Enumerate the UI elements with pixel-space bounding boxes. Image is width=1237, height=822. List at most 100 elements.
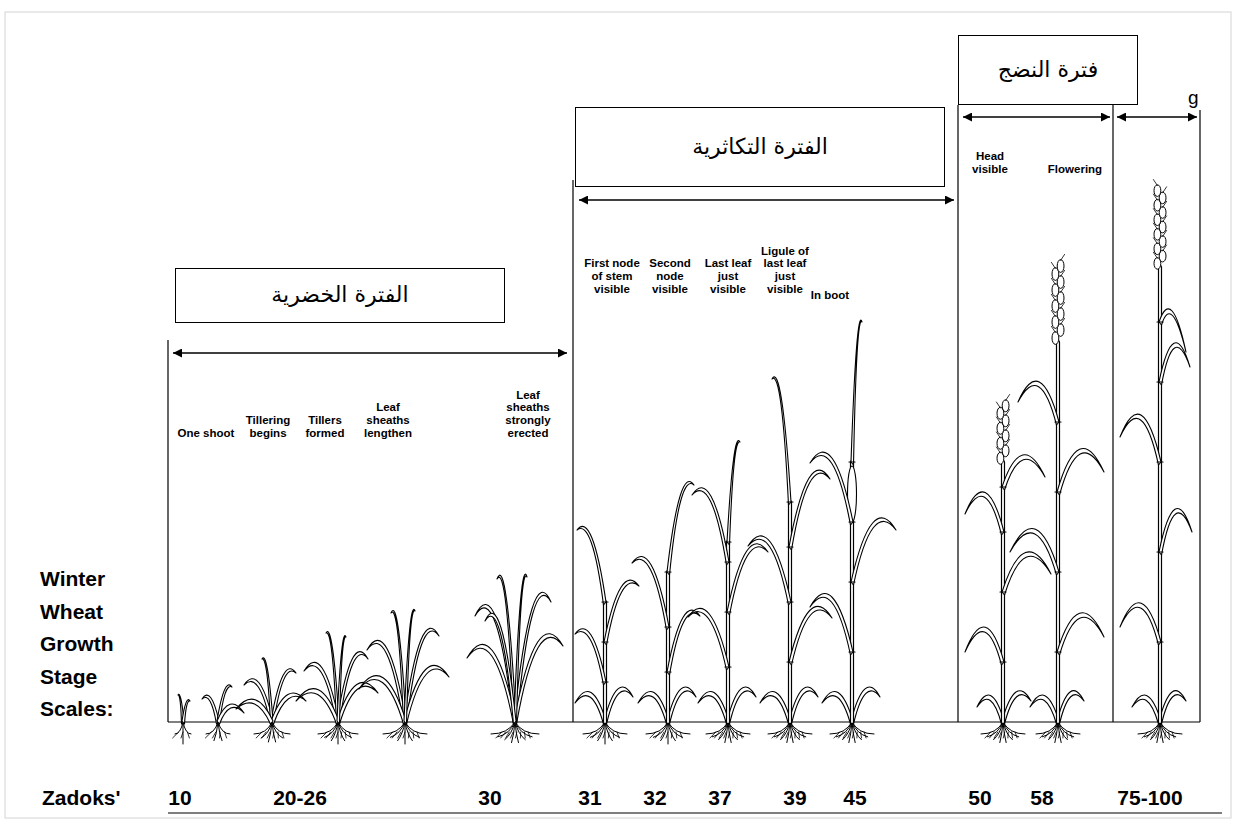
leaf <box>1018 381 1059 425</box>
stem-fill <box>789 502 791 722</box>
rootlet <box>848 732 851 738</box>
rootlet <box>511 732 514 738</box>
stem-node <box>1000 661 1006 662</box>
rootlet <box>794 732 795 738</box>
stem-node <box>849 461 855 462</box>
rootlet <box>256 732 262 738</box>
stem-node <box>602 641 608 642</box>
root <box>214 722 218 741</box>
stage-label: Last leaf just visible <box>700 257 756 296</box>
rootlet <box>349 732 351 738</box>
rootlet <box>1151 732 1155 738</box>
wheat-plant <box>575 526 639 744</box>
rootlet <box>852 732 853 738</box>
root <box>661 722 668 741</box>
stage-label: Head visible <box>964 150 1016 176</box>
leaf <box>692 488 729 565</box>
root <box>852 722 874 734</box>
rootlet <box>181 732 183 738</box>
leaf <box>638 691 669 724</box>
rootlet <box>990 732 995 738</box>
stem-node <box>849 521 855 522</box>
cut-off-label: g <box>1188 87 1199 108</box>
rootlet <box>798 732 800 738</box>
period-arrow <box>579 199 954 201</box>
root <box>1058 722 1080 734</box>
rootlet <box>680 732 682 738</box>
scale-name: Zadoks' <box>42 786 121 810</box>
rootlet <box>267 732 270 738</box>
leaf <box>182 700 190 724</box>
period-title: الفترة الخضرية <box>271 282 408 308</box>
rootlet <box>212 732 215 738</box>
rootlet <box>277 732 278 738</box>
rootlet <box>336 732 338 738</box>
leaf <box>789 606 832 665</box>
stem-outline <box>726 542 730 722</box>
panel-line <box>957 105 958 722</box>
leaf <box>575 691 606 724</box>
rootlet <box>728 732 729 738</box>
panel-line <box>168 812 1222 813</box>
leaf <box>698 691 729 724</box>
stem-node <box>787 501 793 502</box>
rootlet <box>1058 732 1059 738</box>
leaf <box>965 627 1004 665</box>
rootlet <box>408 732 410 738</box>
rootlet <box>1066 732 1068 738</box>
wheat-plant <box>748 377 832 743</box>
leaf <box>1120 414 1161 465</box>
root <box>515 722 539 734</box>
rootlet <box>331 732 334 738</box>
stage-label: First node of stem visible <box>578 257 646 296</box>
wheat-plant <box>296 632 378 744</box>
root <box>331 722 338 741</box>
period-arrow <box>173 352 567 354</box>
stem-node <box>787 546 793 547</box>
rootlet <box>326 732 331 738</box>
wheat-plant <box>173 694 191 744</box>
rootlet <box>520 732 521 738</box>
wheat-plant <box>1120 180 1192 743</box>
leaf <box>1010 528 1059 575</box>
rootlet <box>345 732 347 738</box>
zadoks-code: 39 <box>783 786 806 810</box>
leaf <box>1159 691 1186 724</box>
stem-outline <box>1056 342 1060 722</box>
leaf <box>604 687 633 724</box>
zadoks-code: 37 <box>708 786 731 810</box>
leaf <box>1057 691 1084 724</box>
wheat-plant <box>688 440 768 742</box>
rootlet <box>1172 732 1174 738</box>
stem-node <box>725 561 731 562</box>
zadoks-code: 31 <box>578 786 601 810</box>
leaf <box>577 526 606 605</box>
rootlet <box>613 732 615 738</box>
rootlet <box>781 732 785 738</box>
zadoks-code: 20-26 <box>273 786 327 810</box>
rootlet <box>187 732 189 738</box>
wheat-plant <box>236 658 306 742</box>
leaf <box>485 613 516 724</box>
zadoks-code: 58 <box>1030 786 1053 810</box>
rootlet <box>417 732 419 738</box>
stem-node <box>602 681 608 682</box>
stem-node <box>1000 591 1006 592</box>
stem-node <box>602 601 608 602</box>
rootlet <box>1147 732 1152 738</box>
root <box>1160 722 1182 734</box>
leaf <box>667 610 700 675</box>
rootlet <box>398 732 401 738</box>
rootlet <box>1062 732 1063 738</box>
leaf <box>1159 309 1186 352</box>
wheat-plant <box>1010 254 1104 742</box>
root <box>505 722 515 740</box>
rootlet <box>1003 732 1004 738</box>
rootlet <box>524 732 526 738</box>
stem-outline <box>1158 267 1162 722</box>
awn <box>996 402 1000 408</box>
leaf <box>1057 613 1104 655</box>
rootlet <box>715 732 720 738</box>
